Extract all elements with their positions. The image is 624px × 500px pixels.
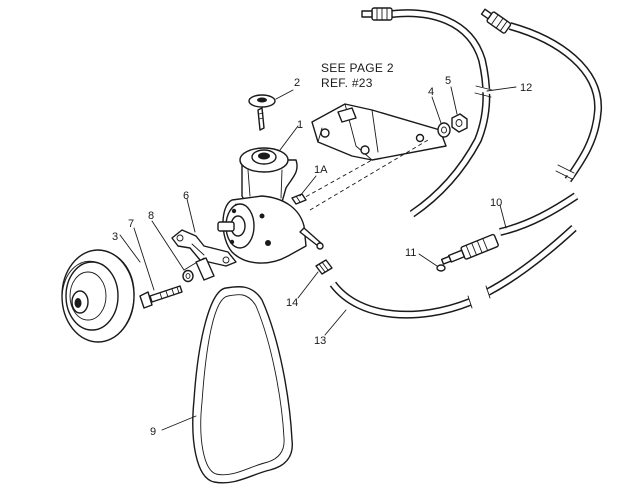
part-1-power-steering-pump	[217, 147, 324, 264]
note-line-2: REF. #23	[321, 76, 373, 90]
callout-leaders	[119, 86, 517, 431]
callout-6: 6	[183, 190, 189, 202]
part-11-o-ring	[436, 264, 446, 272]
hose-fitting-left	[361, 7, 393, 21]
callout-12: 12	[520, 82, 532, 94]
mounting-bracket-ref	[299, 103, 447, 211]
part-5-nut	[451, 113, 468, 133]
callout-1: 1	[297, 119, 303, 131]
part-7-bolt	[139, 285, 183, 309]
part-2-filler-cap	[248, 94, 276, 131]
callout-8: 8	[148, 210, 154, 222]
part-1a-fitting	[291, 193, 307, 205]
part-12-pressure-hose	[361, 7, 603, 218]
callout-7: 7	[128, 218, 134, 230]
callout-9: 9	[150, 426, 156, 438]
callout-5: 5	[445, 75, 451, 87]
part-3-pulley	[61, 249, 135, 343]
callout-4: 4	[428, 86, 434, 98]
note-line-1: SEE PAGE 2	[321, 61, 394, 75]
part-10-hose-clamp-fitting	[440, 192, 579, 265]
part-8-lock-washer	[182, 269, 194, 283]
callout-1a: 1A	[314, 164, 328, 176]
callout-11: 11	[405, 247, 416, 259]
part-4-washer	[437, 122, 451, 138]
part-9-drive-belt	[192, 285, 293, 484]
callout-labels: 2 1 1A 6 8 7 3 4 5 12 10 11 14 13 9	[112, 75, 532, 438]
callout-3: 3	[112, 231, 118, 243]
part-14-fitting	[315, 259, 333, 275]
callout-10: 10	[490, 197, 502, 209]
part-6-pump-bracket	[171, 229, 237, 281]
part-13-return-hose	[329, 225, 577, 319]
callout-2: 2	[294, 77, 300, 89]
hose-fitting-right	[480, 8, 512, 34]
callout-13: 13	[314, 335, 326, 347]
callout-14: 14	[286, 297, 298, 309]
reference-note: SEE PAGE 2 REF. #23	[321, 61, 394, 90]
